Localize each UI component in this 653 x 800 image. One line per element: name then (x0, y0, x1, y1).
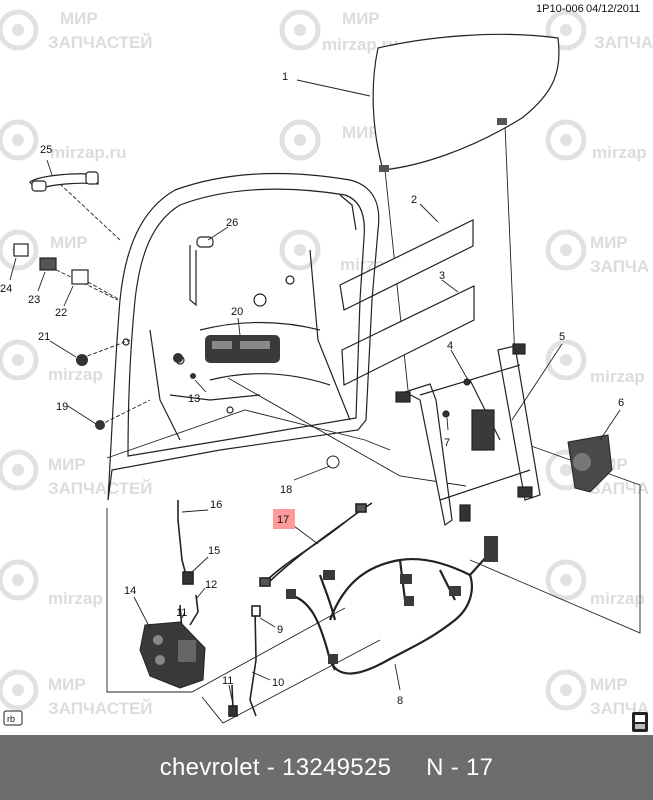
watermark-text: МИР (590, 233, 628, 252)
door-frame (107, 172, 380, 501)
callout-15: 15 (208, 545, 220, 557)
callout-3: 3 (439, 270, 445, 282)
watermark-text: МИР (60, 9, 98, 28)
outside-handle (29, 171, 99, 192)
footer-position-label: N - 17 (426, 753, 494, 781)
diagram-date: 04/12/2011 (586, 3, 640, 15)
callout-13: 13 (188, 393, 200, 405)
corner-label: rb (7, 714, 15, 724)
window-regulator (395, 343, 541, 527)
wiring-harness (289, 539, 494, 675)
callout-11-lower: 11 (222, 675, 233, 687)
watermark-layer: МИР ЗАПЧАСТЕЙ МИР mirzap.ru ЗАПЧА mirzap… (0, 9, 653, 718)
callout-20: 20 (231, 306, 243, 318)
window-motor (567, 434, 613, 493)
door-handle-inner (205, 335, 280, 363)
watermark-text: МИР (50, 233, 88, 252)
assembly-outline (39, 124, 641, 724)
watermark-text: МИР (590, 675, 628, 694)
callout-1: 1 (282, 71, 288, 83)
small-rods (179, 594, 238, 717)
callout-19: 19 (56, 401, 68, 413)
footer-bar: chevrolet - 13249525 N - 17 (0, 735, 653, 800)
callout-21: 21 (38, 331, 50, 343)
callout-5: 5 (559, 331, 565, 343)
watermark-text: ЗАПЧА (590, 257, 649, 276)
watermark-text: mirzap (48, 589, 103, 608)
watermark-text: МИР (48, 455, 86, 474)
clip-parts (13, 243, 89, 285)
corner-label-box (3, 710, 23, 726)
watermark-text: mirzap (48, 365, 103, 384)
callout-6: 6 (618, 397, 624, 409)
callout-4: 4 (447, 340, 453, 352)
callout-9: 9 (277, 624, 283, 636)
door-parts-diagram: МИР ЗАПЧАСТЕЙ МИР mirzap.ru ЗАПЧА mirzap… (0, 3, 653, 732)
callout-10: 10 (272, 677, 284, 689)
lock-rod (177, 500, 194, 585)
watermark-text: ЗАПЧА (590, 479, 649, 498)
watermark-text: МИР (48, 675, 86, 694)
highlight-box (273, 509, 295, 529)
watermark-text: mirzap (590, 367, 645, 386)
watermark-text: ЗАПЧАСТЕЙ (48, 33, 153, 52)
diagram-code: 1P10-006 (536, 3, 584, 15)
callout-14: 14 (124, 585, 136, 597)
callout-26: 26 (226, 217, 238, 229)
callout-22: 22 (55, 307, 67, 319)
watermark-text: МИР (342, 9, 380, 28)
watermark-text: mirzap.ru (50, 143, 127, 162)
footer-spacer (391, 754, 426, 782)
watermark-text: ЗАПЧАСТЕЙ (48, 699, 153, 718)
callout-16: 16 (210, 499, 222, 511)
watermark-text: ЗАПЧА (594, 33, 653, 52)
callout-17: 17 (277, 514, 289, 526)
callout-11-upper: 11 (176, 607, 187, 619)
callout-8: 8 (397, 695, 403, 707)
callout-2: 2 (411, 194, 417, 206)
callout-25: 25 (40, 144, 52, 156)
callout-18: 18 (280, 484, 292, 496)
watermark-text: mirzap (592, 143, 647, 162)
callout-7: 7 (444, 437, 450, 449)
watermark-text: МИР (342, 123, 380, 142)
leader-lines (9, 79, 621, 701)
part-13-point (190, 373, 196, 379)
callout-23: 23 (28, 294, 40, 306)
callout-12: 12 (205, 579, 217, 591)
long-rod (249, 605, 261, 717)
harness-connectors (286, 536, 498, 664)
footer-brand: chevrolet (159, 753, 260, 781)
door-strip-3 (341, 285, 475, 386)
manual-icon (632, 712, 648, 732)
glass-clip (379, 165, 389, 172)
watermark-text: mirzap (590, 589, 645, 608)
window-glass (372, 33, 560, 171)
watermark-text: ЗАПЧАСТЕЙ (48, 479, 153, 498)
callout-24: 24 (0, 283, 12, 295)
fasteners (76, 353, 340, 469)
door-latch (139, 621, 206, 689)
footer-separator: - (259, 753, 283, 781)
footer-part-number: 13249525 (282, 753, 392, 781)
glass-clip (497, 118, 507, 125)
door-lock-cable (259, 502, 373, 587)
